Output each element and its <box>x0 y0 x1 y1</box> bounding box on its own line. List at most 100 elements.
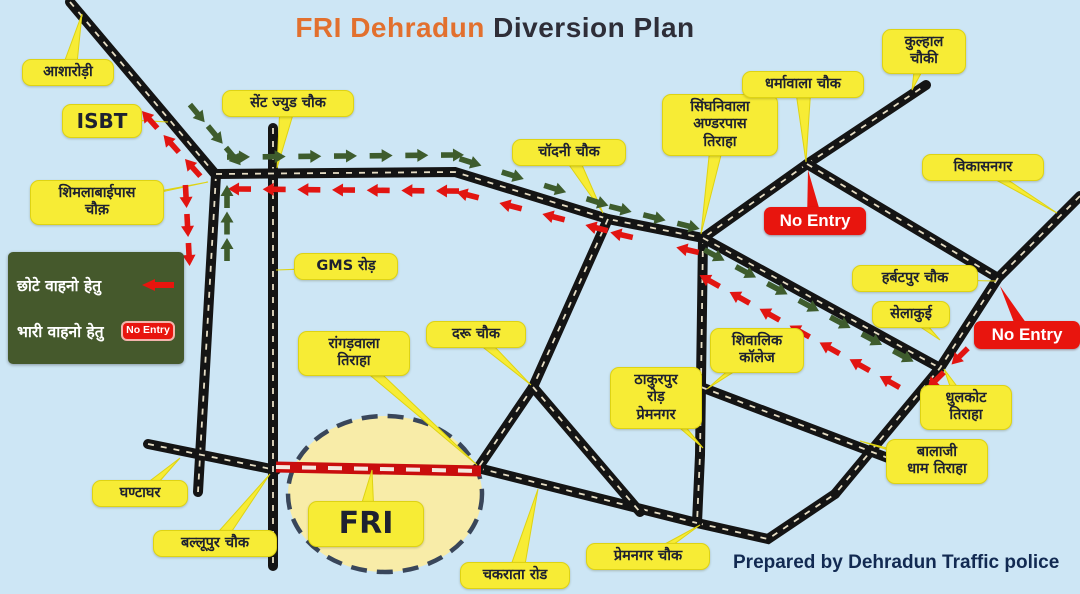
label-singhniwala-underpass-tiraha: सिंघनिवाला अण्डरपास तिराहा <box>662 94 778 157</box>
road-centerline-vikasnagar-road <box>997 195 1080 279</box>
green-diversion-arrow <box>405 148 429 162</box>
road-centerline-shimla-bypass-south-road <box>197 174 217 493</box>
label-ghantaghar: घण्टाघर <box>92 480 188 508</box>
road-asharodi-isbt-road <box>65 0 221 180</box>
green-diversion-arrow <box>828 314 851 329</box>
green-diversion-arrow <box>298 149 322 163</box>
red-diversion-arrow <box>181 213 195 237</box>
red-diversion-arrow <box>585 221 609 235</box>
red-diversion-arrow <box>163 135 181 155</box>
title-part-1: FRI Dehradun <box>295 12 485 43</box>
green-diversion-arrow <box>797 297 820 312</box>
label-shivalik-college: शिवालिक कॉलेज <box>710 328 804 373</box>
label-thakurpur-road-premnagar: ठाकुरपुर रोड़ प्रेमनगर <box>610 367 702 430</box>
title-part-2: Diversion Plan <box>484 12 695 43</box>
prepared-by-credit: Prepared by Dehradun Traffic police <box>733 552 1060 573</box>
green-diversion-arrow <box>440 148 464 162</box>
red-diversion-arrow <box>676 243 700 257</box>
red-diversion-arrow <box>184 159 203 179</box>
road-centerline-dharmawala-singhniwala-road <box>702 163 808 239</box>
label-kulhal-chowki: कुल्हाल चौकी <box>882 29 966 74</box>
green-diversion-arrow <box>734 264 757 279</box>
red-diversion-arrow <box>332 183 356 197</box>
label-chandni-chowk: चॉदनी चौक <box>512 139 626 167</box>
green-diversion-arrow <box>676 219 700 233</box>
label-isbt: ISBT <box>62 104 142 138</box>
label-selakui: सेलाकुई <box>872 301 950 329</box>
label-gms-road: GMS रोड़ <box>294 253 398 281</box>
road-centerline-daru-south-road <box>532 386 641 513</box>
green-diversion-arrow <box>702 247 725 262</box>
label-chakrata-road: चकराता रोड <box>460 562 570 590</box>
green-diversion-arrow <box>262 150 286 164</box>
road-centerline-kulhal-road <box>806 84 927 165</box>
label-shimla-bypass-chowk: शिमलाबाईपास चौक़ <box>30 180 164 225</box>
green-diversion-arrow <box>891 348 914 363</box>
label-balaji-dham-tiraha: बालाजी धाम तिराहा <box>886 439 988 484</box>
road-centerline-ghantaghar-cross-road <box>147 443 277 471</box>
label-st-jude-chowk: सेंट ज्युड चौक <box>222 90 354 118</box>
green-diversion-arrow <box>765 281 788 295</box>
road-chakrata-road <box>473 463 702 528</box>
red-diversion-arrow <box>141 111 160 131</box>
road-centerline-main-highway <box>215 171 704 239</box>
left-arrow-icon <box>141 277 175 293</box>
page-title: FRI Dehradun Diversion Plan <box>0 12 990 44</box>
label-rangadwala-tiraha: रांगड़वाला तिराहा <box>298 331 410 376</box>
legend-heavy-vehicles-row: भारी वाहनो हेतु No Entry <box>17 320 175 342</box>
road-centerline-thakurpur-premnagar-road <box>696 237 704 524</box>
red-diversion-arrow <box>759 308 781 323</box>
label-no-entry-1: No Entry <box>764 207 866 235</box>
red-diversion-arrow <box>456 188 480 202</box>
red-diversion-arrow <box>366 183 390 197</box>
road-centerline-herbertpur-dhulkot-road <box>834 277 999 495</box>
green-diversion-arrow <box>220 185 234 208</box>
red-diversion-arrow <box>182 242 196 266</box>
closed-road-dashes <box>275 465 482 473</box>
fri-zone-ellipse <box>285 413 485 575</box>
green-diversion-arrow <box>642 211 666 225</box>
label-premnagar-chowk: प्रेमनगर चौक <box>586 543 710 571</box>
red-diversion-arrow <box>228 182 252 196</box>
red-diversion-arrow <box>262 182 286 196</box>
red-diversion-arrow <box>927 370 946 389</box>
road-shivalik-balaji-road <box>696 382 893 463</box>
road-premnagar-east-road <box>692 489 840 545</box>
red-diversion-arrow <box>819 342 841 357</box>
red-diversion-arrow <box>436 184 460 198</box>
green-diversion-arrow <box>223 145 241 166</box>
label-fri: FRI <box>308 501 424 547</box>
label-dharmawala-chowk: धर्मावाला चौक <box>742 71 864 99</box>
label-vikasnagar: विकासनगर <box>922 154 1044 182</box>
legend-box: छोटे वाहनो हेतु भारी वाहनो हेतु No Entry <box>8 252 184 364</box>
red-diversion-arrow <box>879 375 901 390</box>
red-diversion-arrow <box>297 183 321 197</box>
label-asharodi: आशारोड़ी <box>22 59 114 87</box>
no-entry-badge-icon: No Entry <box>121 321 175 341</box>
legend-small-vehicles-label: छोटे वाहनो हेतु <box>17 277 102 295</box>
legend-heavy-vehicles-label: भारी वाहनो हेतु <box>17 323 104 341</box>
green-diversion-arrow <box>220 211 234 235</box>
red-diversion-arrow <box>729 291 751 306</box>
road-main-highway <box>211 166 708 243</box>
green-diversion-arrow <box>860 331 883 346</box>
green-diversion-arrow <box>220 238 234 261</box>
green-diversion-arrow <box>187 102 205 123</box>
red-diversion-arrow <box>401 184 425 198</box>
red-diversion-arrow <box>542 210 566 224</box>
label-daru-chowk: दरू चौक <box>426 321 526 349</box>
green-diversion-arrow <box>458 156 482 169</box>
red-diversion-arrow <box>699 274 721 289</box>
green-diversion-arrow <box>585 196 609 209</box>
road-centerline-dharmawala-herbertpur-road <box>806 163 999 279</box>
label-dhulkot-tiraha: धुलकोट तिराहा <box>920 385 1012 430</box>
green-diversion-arrow <box>501 169 524 182</box>
green-diversion-arrow <box>608 202 632 216</box>
red-diversion-arrow <box>849 359 871 373</box>
green-diversion-arrow <box>205 124 223 144</box>
legend-small-vehicles-row: छोटे वाहनो हेतु <box>17 274 175 296</box>
road-centerline-selaqui-diagonal-road <box>702 237 941 369</box>
red-diversion-arrow <box>179 184 193 208</box>
green-diversion-arrow <box>333 149 357 163</box>
